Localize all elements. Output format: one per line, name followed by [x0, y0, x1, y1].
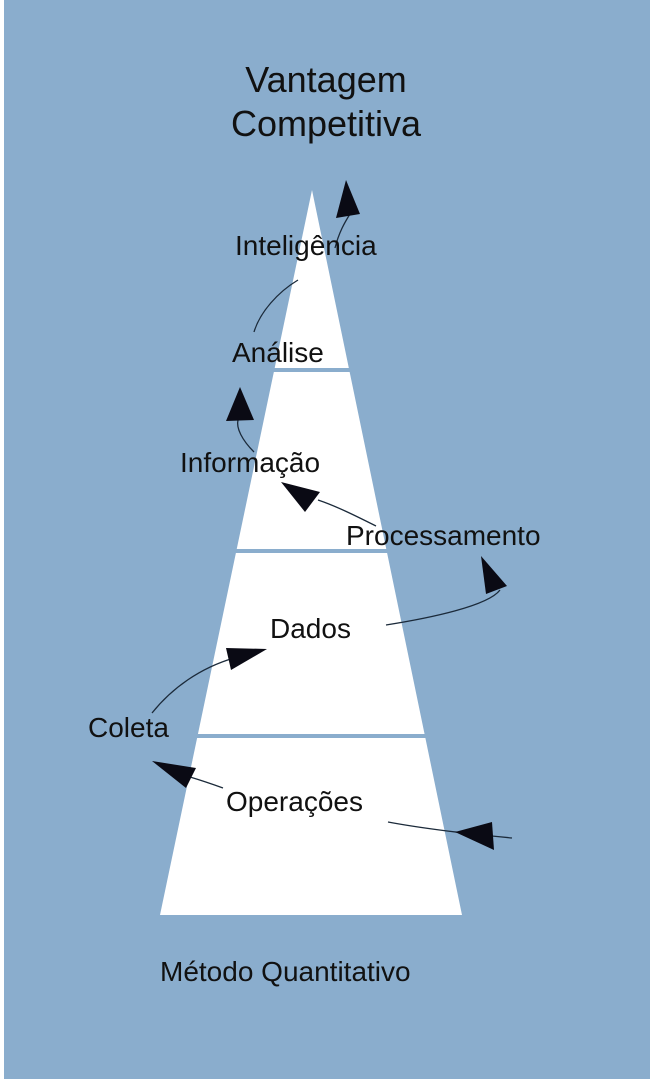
top-title-line2: Competitiva — [230, 103, 422, 144]
arrow-dados-to-processamento — [385, 556, 507, 626]
footer-label: Método Quantitativo — [160, 956, 411, 987]
label-coleta: Coleta — [88, 712, 169, 743]
top-title-line1: Vantagem — [245, 59, 407, 100]
arrow-processamento-to-informacao — [281, 482, 377, 527]
label-dados: Dados — [270, 613, 351, 644]
arrow-inteligencia-to-vantagem — [334, 180, 360, 249]
label-inteligencia: Inteligência — [235, 230, 377, 261]
label-informacao: Informação — [180, 447, 321, 478]
arrow-input-to-operacoes — [387, 821, 513, 850]
arrow-informacao-to-analise — [226, 387, 255, 453]
arrow-operacoes-to-coleta — [152, 761, 224, 789]
label-operacoes: Operações — [226, 786, 363, 817]
label-analise: Análise — [232, 337, 324, 368]
arrow-coleta-to-dados — [151, 648, 267, 714]
label-processamento: Processamento — [346, 520, 541, 551]
arrow-analise-to-inteligencia — [253, 279, 299, 333]
